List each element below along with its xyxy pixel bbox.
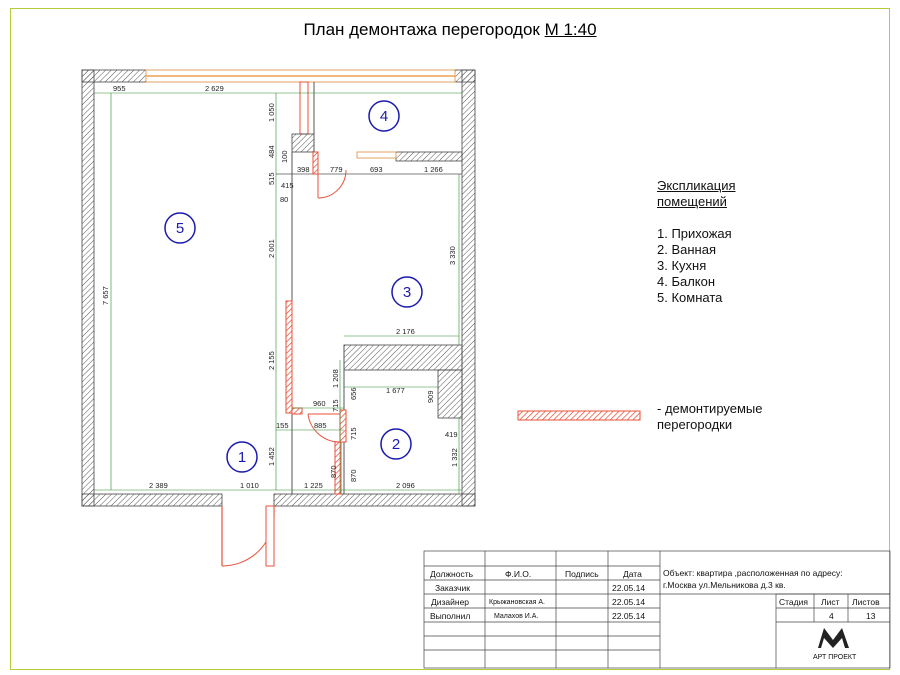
dim-br-909: 909 [426,390,435,403]
company-logo: АРТ ПРОЕКТ [813,628,857,661]
title-block [423,550,891,669]
demolish-partitions [285,151,347,495]
title-scale: М 1:40 [544,20,597,39]
dim-cv-2001: 2 001 [267,239,276,258]
tb-object-line1: Объект: квартира ,расположенная по адрес… [663,568,843,578]
window-top [145,69,456,83]
explication: Экспликация помещений 1. Прихожая 2. Ван… [657,178,736,306]
dim-bv-715b: 715 [349,427,358,440]
tb-row-name: Малахов И.А. [494,613,538,620]
title-block-text: Должность Ф.И.О. Подпись Дата Заказчик 2… [430,568,880,621]
doors [221,169,347,567]
dim-bl-155: 155 [276,421,289,430]
logo-mark-icon [818,628,849,648]
dim-cv-1452: 1 452 [267,447,276,466]
explication-title-line2: помещений [657,194,727,209]
tb-row-role: Выполнил [430,611,470,621]
dim-bv-715a: 715 [331,399,340,412]
dim-br-419: 419 [445,430,458,439]
dim-cv-80: 80 [280,195,288,204]
explication-title-line1: Экспликация [657,178,736,193]
dim-bath-top: 1 677 [386,386,405,395]
exterior-walls [81,69,476,507]
dim-corridor-779: 779 [330,165,343,174]
dim-br-1332: 1 332 [450,448,459,467]
drawing-title: План демонтажа перегородок М 1:40 [0,20,900,40]
tb-row-role: Дизайнер [431,597,469,607]
tb-row-date: 22.05.14 [612,611,645,621]
interior-walls [276,152,463,494]
room-marker-3 [391,276,423,308]
explication-item: 4. Балкон [657,274,716,289]
room-number-4: 4 [380,108,388,125]
tb-stage-label: Стадия [779,597,808,607]
tb-header-date: Дата [623,569,642,579]
dimension-labels: 955 2 629 7 657 1 050 484 100 515 415 80… [101,84,459,490]
tb-object-line2: г.Москва ул.Мельникова д.3 кв. [663,580,786,590]
tb-sheet-value: 4 [829,611,834,621]
balcony-walls [291,81,463,162]
legend-demolish: - демонтируемые перегородки [657,401,763,433]
dim-kitchen-height: 3 330 [448,246,457,265]
room-number-3: 3 [403,284,411,301]
dim-bottom-2389: 2 389 [149,481,168,490]
dim-cv-1050: 1 050 [267,103,276,122]
explication-item: 1. Прихожая [657,226,732,241]
room-number-1: 1 [238,449,246,466]
legend-line1: - демонтируемые [657,401,763,416]
explication-item: 3. Кухня [657,258,707,273]
explication-item: 2. Ванная [657,242,716,257]
dim-bottom-1010: 1 010 [240,481,259,490]
dim-bottom-2096: 2 096 [396,481,415,490]
dim-cv-415: 415 [281,181,294,190]
dim-bl-656: 656 [349,387,358,400]
tb-header-signature: Подпись [565,569,599,579]
dim-corridor-1266: 1 266 [424,165,443,174]
dim-bv-1208: 1 208 [331,369,340,388]
dim-cv-870: 870 [329,465,338,478]
dim-bl-885: 885 [314,421,327,430]
tb-row-date: 22.05.14 [612,583,645,593]
company-name: АРТ ПРОЕКТ [813,654,857,661]
tb-sheets-value: 13 [866,611,876,621]
explication-item: 5. Комната [657,290,723,305]
dim-left-total: 7 657 [101,286,110,305]
dim-bl-960: 960 [313,399,326,408]
drawing-frame [10,8,890,670]
tb-row-role: Заказчик [435,583,470,593]
dim-corridor-398: 398 [297,165,310,174]
dim-top-2629: 2 629 [205,84,224,93]
legend-line2: перегородки [657,417,733,432]
tb-sheets-label: Листов [852,597,880,607]
tb-sheet-label: Лист [821,597,840,607]
dimension-lines [94,92,462,494]
dim-corridor-693: 693 [370,165,383,174]
title-text: План демонтажа перегородок [303,20,540,39]
tb-row-date: 22.05.14 [612,597,645,607]
room-number-5: 5 [176,220,184,237]
room-marker-4 [368,100,400,132]
dim-top-955: 955 [113,84,126,93]
room-number-2: 2 [392,436,400,453]
dim-cv-484: 484 [267,145,276,158]
room-marker-5 [164,212,196,244]
tb-row-name: Крыжановская А. [489,599,545,606]
legend-demolish-swatch [517,410,641,421]
tb-header-name: Ф.И.О. [505,569,531,579]
tb-header-role: Должность [430,569,474,579]
dim-cv-2155: 2 155 [267,351,276,370]
dim-cv-515: 515 [267,172,276,185]
room-marker-2 [380,428,412,460]
room-markers: 1 2 3 4 5 [164,100,423,473]
dim-bv-870: 870 [349,469,358,482]
dim-kitchen-width: 2 176 [396,327,415,336]
room-marker-1 [226,441,258,473]
dim-cv-100: 100 [280,150,289,163]
dim-bottom-1225: 1 225 [304,481,323,490]
